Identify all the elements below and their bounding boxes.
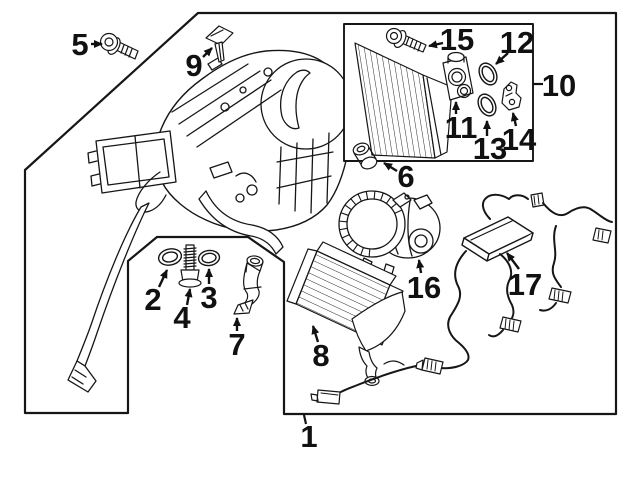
part-label-6: 6 bbox=[397, 159, 414, 194]
part-label-10: 10 bbox=[542, 68, 576, 103]
drain-elbow-7 bbox=[233, 255, 264, 315]
callout-arrow-2 bbox=[157, 269, 169, 288]
bolt-4 bbox=[178, 244, 202, 288]
part-label-3: 3 bbox=[200, 280, 217, 315]
blower-scroll-opening bbox=[260, 58, 352, 150]
part-label-11: 11 bbox=[445, 110, 478, 145]
callout-arrow-17 bbox=[506, 252, 520, 270]
sensor-9 bbox=[205, 25, 234, 63]
part-label-12: 12 bbox=[500, 25, 534, 60]
part-label-14: 14 bbox=[502, 122, 537, 157]
part-label-1: 1 bbox=[300, 419, 317, 454]
plug-6 bbox=[352, 142, 378, 170]
part-label-4: 4 bbox=[173, 300, 191, 335]
mount-bracket bbox=[501, 81, 522, 111]
hvac-housing-assembly bbox=[87, 49, 354, 255]
part-label-7: 7 bbox=[228, 327, 245, 362]
part-label-5: 5 bbox=[71, 27, 88, 62]
callout-arrow-15 bbox=[428, 40, 444, 49]
bolt-15 bbox=[385, 27, 427, 53]
part-label-17: 17 bbox=[508, 267, 542, 302]
wiring-harness bbox=[310, 192, 613, 405]
o-ring-3 bbox=[197, 249, 221, 267]
part-label-13: 13 bbox=[473, 131, 507, 166]
evaporator-core bbox=[354, 42, 453, 159]
callout-leader-1 bbox=[302, 414, 308, 425]
screw-5 bbox=[99, 32, 139, 60]
callout-arrow-4 bbox=[184, 288, 193, 306]
part-label-9: 9 bbox=[185, 48, 202, 83]
callout-arrow-12 bbox=[495, 52, 509, 65]
o-ring-12 bbox=[478, 62, 498, 86]
air-intake-box bbox=[95, 130, 177, 194]
heater-core bbox=[286, 241, 406, 387]
expansion-valve bbox=[442, 51, 474, 101]
blower-motor bbox=[338, 190, 441, 275]
o-ring-2 bbox=[157, 248, 183, 266]
callout-arrow-8 bbox=[311, 325, 320, 343]
o-ring-13 bbox=[477, 93, 497, 117]
part-label-15: 15 bbox=[440, 22, 474, 57]
callout-arrow-14 bbox=[510, 112, 519, 127]
part-label-8: 8 bbox=[312, 338, 329, 373]
part-label-16: 16 bbox=[407, 270, 441, 305]
blower-fan-wheel bbox=[338, 190, 406, 258]
outlet-duct bbox=[198, 190, 284, 255]
callout-arrow-6 bbox=[383, 161, 398, 173]
callout-arrow-9 bbox=[202, 47, 213, 58]
callout-arrow-16 bbox=[416, 259, 425, 274]
part-label-2: 2 bbox=[144, 282, 161, 317]
drain-tube bbox=[67, 202, 150, 393]
